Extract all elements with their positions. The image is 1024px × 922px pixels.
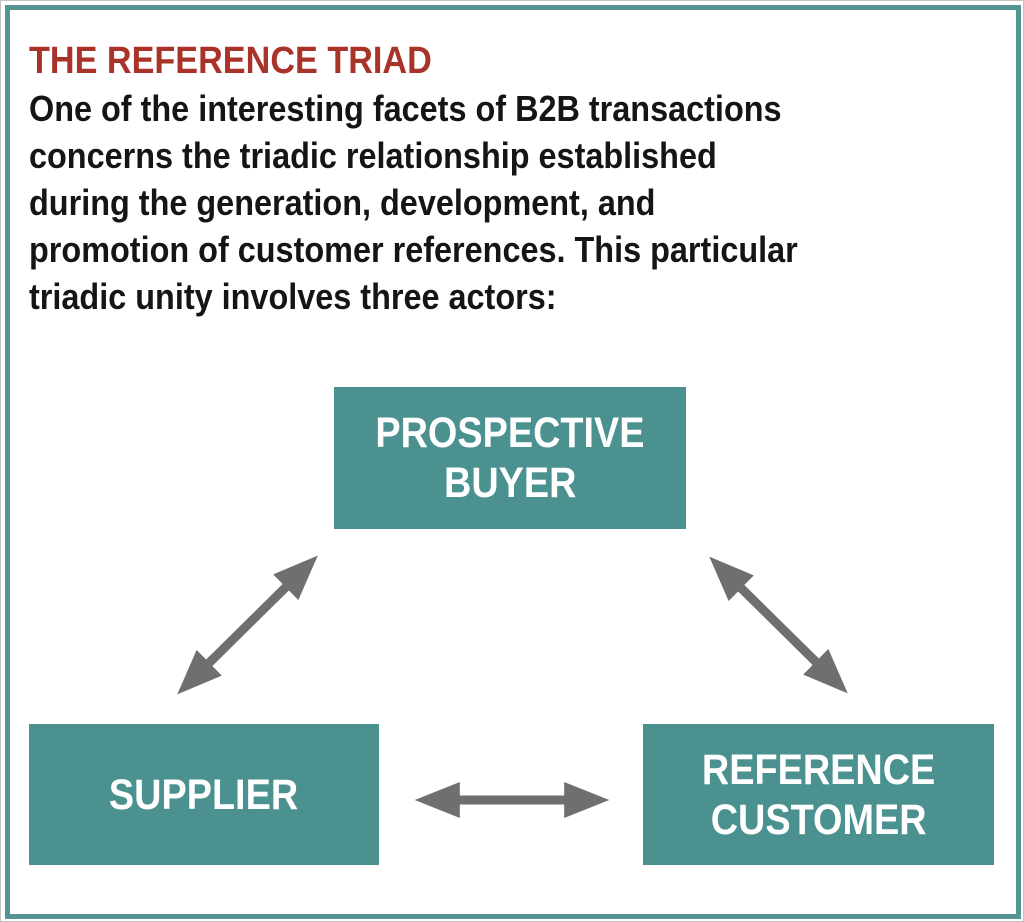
node-label: SUPPLIER: [109, 770, 299, 819]
intro-paragraph: One of the interesting facets of B2B tra…: [29, 85, 1001, 320]
intro-line: concerns the triadic relationship establ…: [29, 135, 717, 176]
panel-title: THE REFERENCE TRIAD: [29, 40, 432, 82]
intro-line: promotion of customer references. This p…: [29, 229, 798, 270]
node-label: CUSTOMER: [710, 795, 927, 844]
intro-line: triadic unity involves three actors:: [29, 276, 557, 317]
intro-line: One of the interesting facets of B2B tra…: [29, 88, 782, 129]
panel-text-block: THE REFERENCE TRIAD One of the interesti…: [29, 37, 1001, 320]
node-reference-customer: REFERENCE CUSTOMER: [643, 724, 994, 865]
node-label: REFERENCE: [701, 745, 936, 794]
node-label: PROSPECTIVE: [375, 409, 645, 457]
node-supplier: SUPPLIER: [29, 724, 379, 865]
node-prospective-buyer: PROSPECTIVE BUYER: [334, 387, 686, 529]
node-label: BUYER: [443, 459, 577, 507]
intro-line: during the generation, development, and: [29, 182, 656, 223]
